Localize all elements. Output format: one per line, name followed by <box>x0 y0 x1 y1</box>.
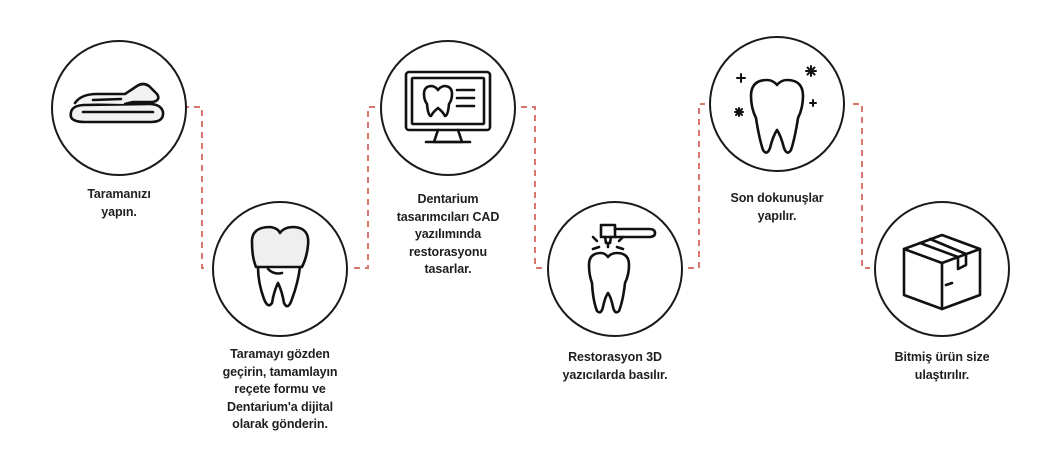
step-6-caption: Bitmiş ürün size ulaştırılır. <box>894 350 990 382</box>
connector-2-3 <box>354 106 376 269</box>
step-5-caption: Son dokunuşlar yapılır. <box>730 191 824 223</box>
connector-3-4 <box>521 106 544 269</box>
connector-1-2 <box>183 106 208 269</box>
sparkling-tooth-icon <box>734 65 817 154</box>
step-3-caption: Dentarium tasarımcıları CAD yazılımında … <box>396 192 500 276</box>
3d-printer-tooth-icon <box>587 223 657 314</box>
step-1-caption: Taramanızı yapın. <box>87 187 151 219</box>
connector-4-5 <box>688 103 705 269</box>
step-3-circle <box>380 40 516 176</box>
tooth-crown-icon <box>250 225 310 308</box>
step-5-circle <box>709 36 845 172</box>
step-6-circle <box>874 201 1010 337</box>
step-2-caption: Taramayı gözden geçirin, tamamlayın reçe… <box>222 347 338 431</box>
connector-5-6 <box>853 103 870 269</box>
monitor-tooth-icon <box>404 70 492 144</box>
step-2-circle <box>212 201 348 337</box>
step-4-caption: Restorasyon 3D yazıcılarda basılır. <box>562 350 668 382</box>
package-box-icon <box>902 233 982 311</box>
intraoral-scanner-icon <box>69 82 165 124</box>
step-1-circle <box>51 40 187 176</box>
step-4-circle <box>547 201 683 337</box>
